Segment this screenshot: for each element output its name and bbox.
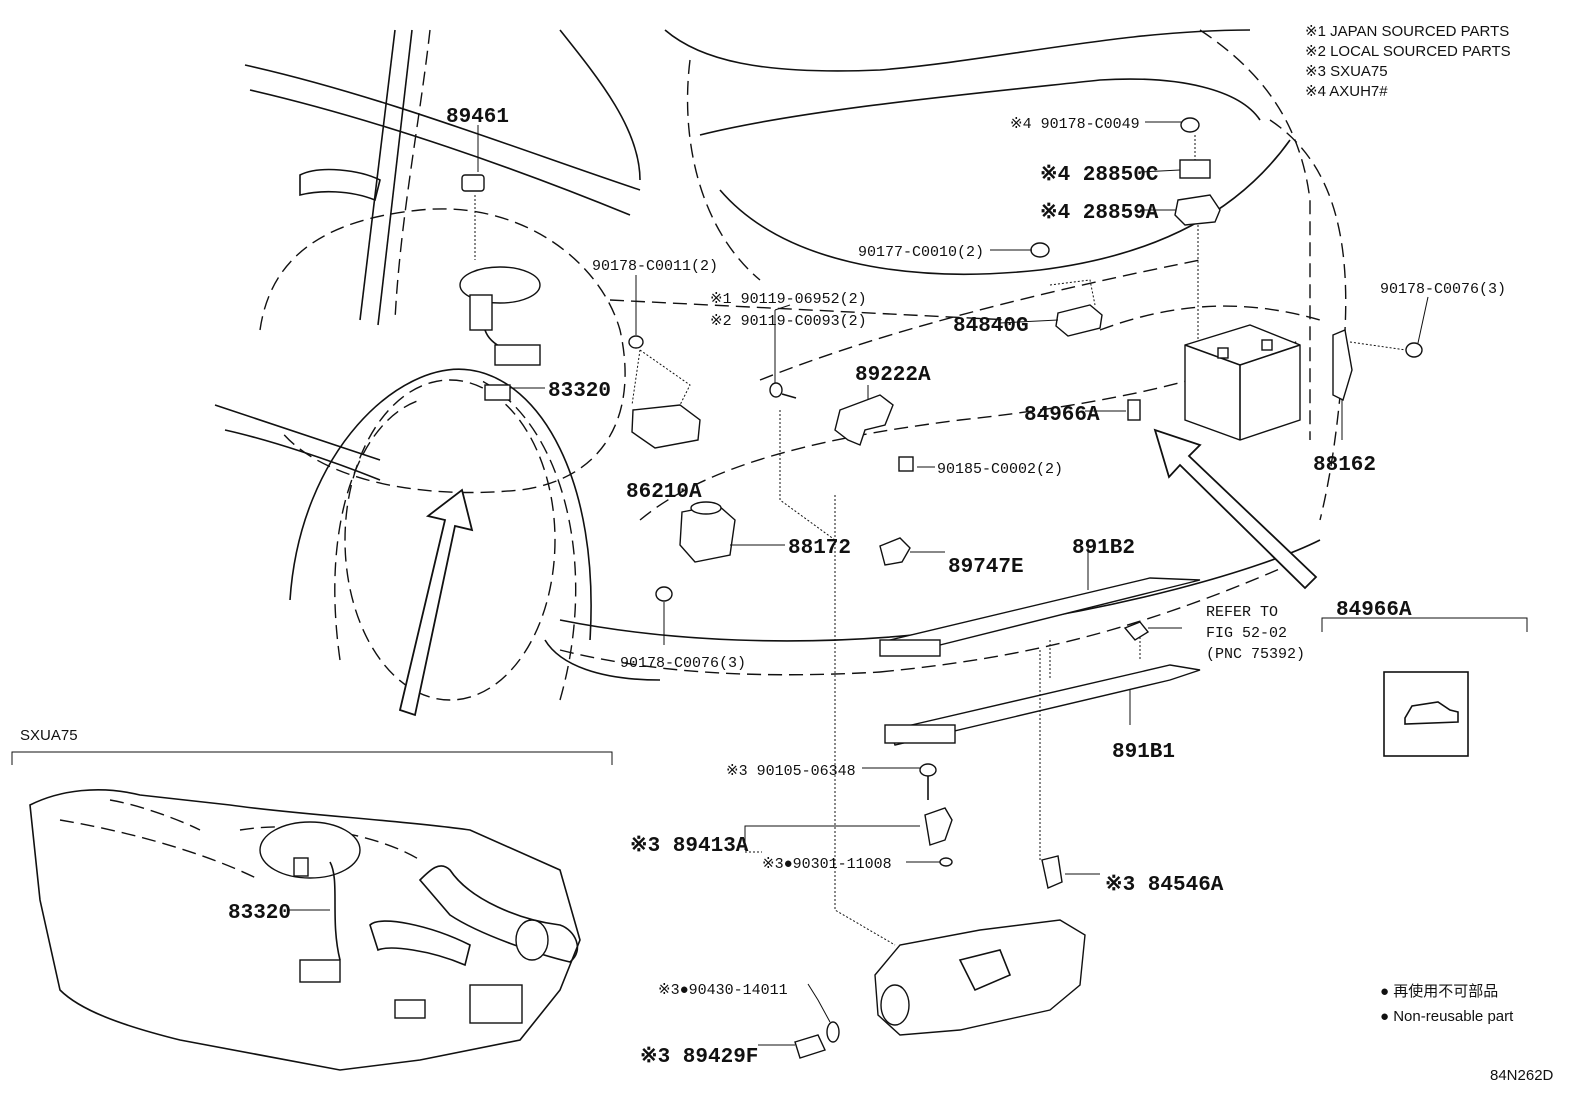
part-84840g-drawing [1030,242,1103,337]
label-90301-11008: ※3●90301-11008 [762,856,892,873]
part-86210a-drawing [628,335,701,449]
label-891b1: 891B1 [1112,741,1175,764]
part-labels: 89461 83320 90178-C0011(2) ※1 90119-0695… [228,106,1506,1069]
part-84546a-drawing [1041,855,1063,889]
part-90185-drawing [898,456,914,472]
note-axuh7: ※4 AXUH7# [1305,83,1388,100]
part-84966a-drawing [1127,399,1141,421]
part-90119-drawing [769,382,797,399]
washer-nozzle-drawing [1123,621,1150,641]
label-83320-top: 83320 [548,380,611,403]
label-891b2: 891B2 [1072,537,1135,560]
label-89413a: ※3 89413A [630,834,749,858]
label-88162: 88162 [1313,454,1376,477]
part-89461-drawing [461,174,485,192]
label-89461: 89461 [446,106,509,129]
label-84966a-lower: 84966A [1336,599,1412,622]
notes-block: ※1 JAPAN SOURCED PARTS ※2 LOCAL SOURCED … [1305,23,1511,100]
section-label-sxua75: SXUA75 [20,727,78,744]
leader-lines [287,121,1528,1046]
part-891b2-drawing [879,577,1201,657]
label-90105-06348: ※3 90105-06348 [726,763,856,780]
vehicle-icon-box [1383,671,1469,757]
transmission-drawing [779,410,1086,1036]
part-891b1-drawing [884,625,1201,746]
label-90178-c0049: ※4 90178-C0049 [1010,116,1140,133]
part-89429f-drawing [794,1021,840,1059]
label-refer-line3: (PNC 75392) [1206,646,1305,663]
label-refer-line2: FIG 52-02 [1206,625,1287,642]
label-83320-bottom: 83320 [228,902,291,925]
label-89222a: 89222A [855,364,931,387]
part-drawings [459,117,1423,1059]
part-89413a-drawing [919,763,953,867]
part-88162-drawing [1332,329,1423,401]
legend-block: ● 再使用不可部品 ● Non-reusable part [1380,983,1514,1025]
battery-drawing [1184,324,1301,441]
label-90185-c0002: 90185-C0002(2) [937,461,1063,478]
label-90178-c0011: 90178-C0011(2) [592,258,718,275]
note-sxua75: ※3 SXUA75 [1305,63,1388,80]
label-88172: 88172 [788,537,851,560]
label-84966a-upper: 84966A [1024,404,1100,427]
label-84546a: ※3 84546A [1105,873,1224,897]
label-89747e: 89747E [948,556,1024,579]
label-90430-14011: ※3●90430-14011 [658,982,788,999]
part-28850c-drawing [1174,117,1221,345]
legend-english: ● Non-reusable part [1380,1008,1514,1025]
legend-japanese: ● 再使用不可部品 [1380,983,1498,1000]
label-28850c: ※4 28850C [1040,163,1159,187]
vehicle-body-outline [214,29,1347,717]
label-28859a: ※4 28859A [1040,201,1159,225]
label-84840g: 84840G [953,315,1029,338]
label-90178-c0076-right: 90178-C0076(3) [1380,281,1506,298]
label-90119-c0093: ※2 90119-C0093(2) [710,313,867,330]
label-90119-06952: ※1 90119-06952(2) [710,291,867,308]
label-89429f: ※3 89429F [640,1045,758,1069]
part-83320-drawing [459,266,541,401]
label-90177-c0010: 90177-C0010(2) [858,244,984,261]
label-refer-line1: REFER TO [1206,604,1278,621]
car-icon [1404,701,1459,725]
part-88172-drawing [655,501,736,602]
fuel-tank-inset [11,751,613,1071]
label-90178-c0076-left: 90178-C0076(3) [620,655,746,672]
figure-id: 84N262D [1490,1067,1554,1084]
note-local-sourced: ※2 LOCAL SOURCED PARTS [1305,43,1511,60]
part-89222a-drawing [834,394,894,446]
label-86210a: 86210A [626,481,702,504]
part-89747e-drawing [879,537,911,566]
note-japan-sourced: ※1 JAPAN SOURCED PARTS [1305,23,1509,40]
